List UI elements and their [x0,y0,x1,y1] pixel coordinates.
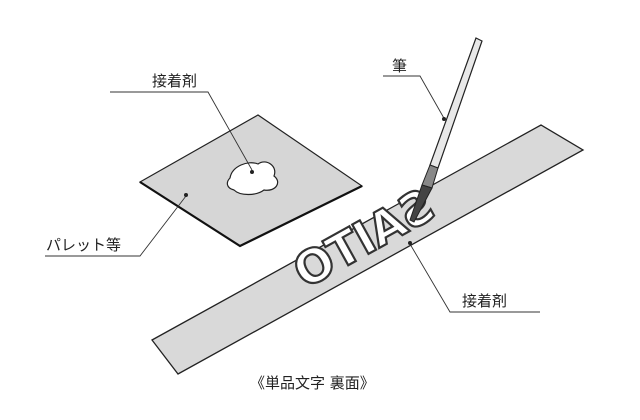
label-adhesive-bottom: 接着剤 [462,292,508,310]
brush [409,37,483,223]
leader-lines [45,75,540,313]
adhesive-blob [226,161,279,196]
caption: 《単品文字 裏面》 [250,374,375,392]
label-palette: パレット等 [46,236,122,254]
label-adhesive-top: 接着剤 [152,72,198,90]
label-brush: 筆 [392,57,408,75]
letter-strip [151,124,585,375]
